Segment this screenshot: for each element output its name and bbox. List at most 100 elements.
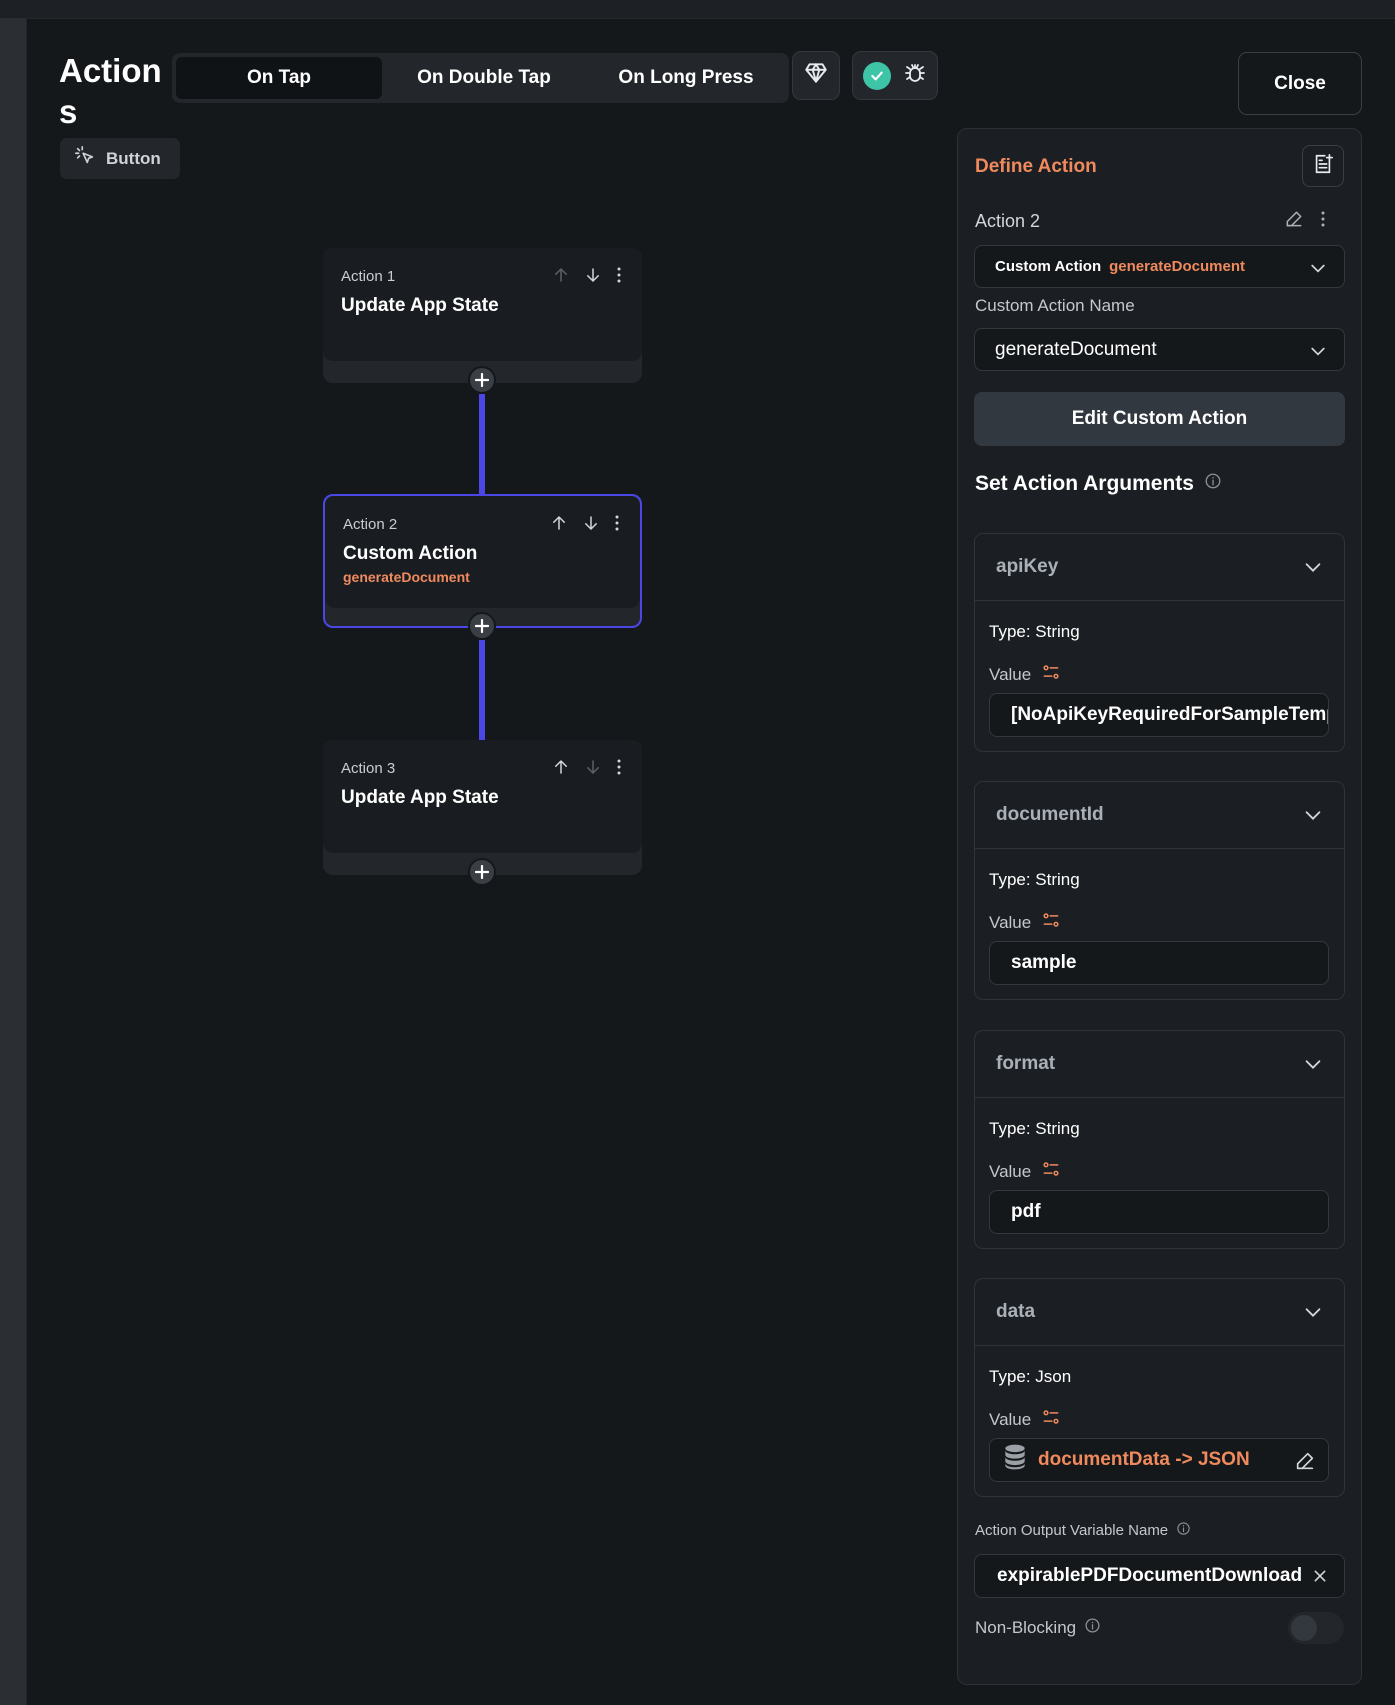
custom-action-name-select[interactable]: generateDocument [974, 328, 1345, 371]
argument-card-documentid: documentId Type: String Value sample [974, 781, 1345, 1000]
argument-header[interactable]: format [975, 1031, 1344, 1098]
argument-type: Type: String [989, 870, 1080, 889]
arguments-title: Set Action Arguments [975, 472, 1222, 496]
chevron-down-icon [1308, 258, 1328, 283]
tab-on-double-tap[interactable]: On Double Tap [417, 67, 551, 88]
argument-header[interactable]: data [975, 1279, 1344, 1346]
node-title: Update App State [341, 295, 499, 316]
action-node-1[interactable]: Action 1 Update App State [323, 248, 642, 394]
action-node-3[interactable]: Action 3 Update App State [323, 740, 642, 886]
output-variable-label: Action Output Variable Name [975, 1521, 1191, 1540]
pencil-icon[interactable] [1284, 209, 1304, 234]
ai-action-button[interactable] [792, 51, 840, 100]
action-type-select[interactable]: Custom Action generateDocument [974, 245, 1345, 288]
argument-card-apikey: apiKey Type: String Value [NoApiKeyRequi… [974, 533, 1345, 752]
value-label-text: Value [989, 912, 1032, 932]
non-blocking-label: Non-Blocking [975, 1617, 1101, 1639]
node-label: Action 1 [341, 268, 396, 285]
pencil-icon[interactable] [1294, 1450, 1316, 1478]
argument-value-label: Value [989, 662, 1061, 687]
non-blocking-toggle[interactable] [1288, 1612, 1344, 1644]
arrow-down-icon[interactable] [584, 758, 602, 781]
close-button[interactable]: Close [1238, 52, 1362, 115]
argument-type: Type: String [989, 1119, 1080, 1138]
arrow-down-icon[interactable] [582, 514, 600, 537]
tab-on-tap[interactable]: On Tap [176, 57, 382, 99]
output-variable-value: expirablePDFDocumentDownload [997, 1565, 1303, 1586]
info-icon[interactable] [1204, 472, 1222, 496]
argument-value-input[interactable]: sample [989, 941, 1329, 985]
arguments-title-text: Set Action Arguments [975, 472, 1194, 495]
document-plus-icon [1312, 153, 1334, 180]
bug-icon[interactable] [903, 61, 927, 90]
info-icon[interactable] [1176, 1521, 1191, 1540]
argument-value-label: Value [989, 1407, 1061, 1432]
argument-value-label: Value [989, 910, 1061, 935]
add-action-button[interactable] [468, 858, 496, 886]
add-action-button[interactable] [468, 366, 496, 394]
action-notes-button[interactable] [1302, 145, 1344, 187]
argument-name: apiKey [996, 556, 1059, 577]
argument-name: data [996, 1301, 1036, 1322]
argument-name: documentId [996, 804, 1104, 825]
node-label: Action 3 [341, 760, 396, 777]
argument-card-data: data Type: Json Value documentData -> JS… [974, 1278, 1345, 1497]
cursor-click-icon [74, 145, 96, 172]
argument-card-format: format Type: String Value pdf [974, 1030, 1345, 1249]
value-label-text: Value [989, 664, 1032, 684]
more-vertical-icon[interactable] [1320, 210, 1326, 233]
variable-value: documentData -> JSON [1038, 1449, 1250, 1470]
custom-action-name-label: Custom Action Name [975, 296, 1135, 315]
argument-value-input[interactable]: [NoApiKeyRequiredForSampleTemplate] [989, 693, 1329, 737]
widget-chip[interactable]: Button [60, 138, 180, 179]
node-title: Update App State [341, 787, 499, 808]
action-node-2[interactable]: Action 2 Custom Action generateDocument [323, 494, 642, 640]
tab-on-long-press[interactable]: On Long Press [618, 67, 754, 88]
action-type-value: generateDocument [1109, 258, 1245, 275]
variable-toggle-icon[interactable] [1041, 1159, 1061, 1184]
output-variable-input[interactable]: expirablePDFDocumentDownload [974, 1554, 1345, 1598]
node-subtitle: generateDocument [343, 569, 470, 585]
variable-toggle-icon[interactable] [1041, 662, 1061, 687]
arrow-up-icon[interactable] [550, 514, 568, 537]
argument-header[interactable]: apiKey [975, 534, 1344, 601]
add-action-button[interactable] [468, 612, 496, 640]
more-vertical-icon[interactable] [614, 514, 620, 537]
toggle-knob [1291, 1615, 1317, 1641]
node-label: Action 2 [343, 516, 398, 533]
argument-variable-input[interactable]: documentData -> JSON [989, 1438, 1329, 1482]
more-vertical-icon[interactable] [616, 266, 622, 289]
chevron-down-icon [1308, 341, 1328, 367]
value-label-text: Value [989, 1409, 1032, 1429]
ai-gem-icon [803, 60, 829, 91]
variable-toggle-icon[interactable] [1041, 1407, 1061, 1432]
argument-value-label: Value [989, 1159, 1061, 1184]
info-icon[interactable] [1084, 1617, 1101, 1639]
panel-title: Define Action [975, 156, 1097, 177]
non-blocking-label-text: Non-Blocking [975, 1618, 1077, 1637]
value-label-text: Value [989, 1161, 1032, 1181]
flow-connector [479, 640, 485, 740]
widget-chip-label: Button [106, 148, 161, 168]
chevron-down-icon [1302, 556, 1324, 584]
action-type: Custom Action [995, 258, 1102, 275]
node-title: Custom Action [343, 543, 478, 564]
chevron-down-icon [1302, 1301, 1324, 1329]
validation-debug-group [852, 51, 938, 100]
edit-custom-action-button[interactable]: Edit Custom Action [974, 392, 1345, 446]
define-action-panel: Define Action Action 2 Custom Action gen… [957, 128, 1362, 1685]
output-variable-label-text: Action Output Variable Name [975, 1522, 1169, 1539]
check-circle-icon[interactable] [863, 61, 891, 90]
argument-name: format [996, 1053, 1056, 1074]
more-vertical-icon[interactable] [616, 758, 622, 781]
arrow-up-icon[interactable] [552, 758, 570, 781]
arrow-up-icon[interactable] [552, 266, 570, 289]
argument-type: Type: String [989, 622, 1080, 641]
argument-value-input[interactable]: pdf [989, 1190, 1329, 1234]
variable-toggle-icon[interactable] [1041, 910, 1061, 935]
arrow-down-icon[interactable] [584, 266, 602, 289]
clear-icon[interactable] [1312, 1568, 1328, 1590]
trigger-tabs: On Tap On Double Tap On Long Press [172, 53, 789, 103]
page-title: Actions [59, 52, 162, 130]
argument-header[interactable]: documentId [975, 782, 1344, 849]
